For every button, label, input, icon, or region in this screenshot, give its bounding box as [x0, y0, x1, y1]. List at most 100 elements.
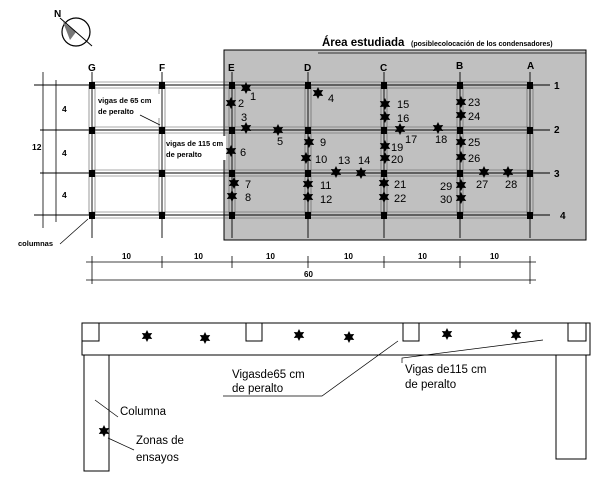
svg-text:10: 10 — [266, 252, 275, 261]
axis-label-4: 4 — [560, 211, 566, 222]
svg-text:10: 10 — [122, 252, 131, 261]
beam65-label: vigas de 65 cm de peralto — [96, 94, 161, 126]
svg-text:9: 9 — [320, 137, 326, 149]
svg-text:8: 8 — [245, 192, 251, 204]
study-area-title: Área estudiada — [322, 36, 405, 49]
test-point-1: 1 — [240, 82, 256, 103]
columns-label: columnas — [18, 218, 89, 248]
svg-text:3: 3 — [241, 112, 247, 124]
svg-text:4: 4 — [328, 93, 334, 105]
svg-text:27: 27 — [476, 179, 488, 191]
svg-text:vigas de 65 cm: vigas de 65 cm — [98, 96, 152, 105]
svg-text:columnas: columnas — [18, 239, 53, 248]
svg-text:20: 20 — [391, 154, 403, 166]
beam115-label: vigas de 115 cm de peralto — [166, 136, 226, 160]
axis-label-1: 1 — [554, 81, 560, 92]
bottom-dimension-labels: 10 10 10 10 10 10 60 — [122, 252, 499, 279]
label-beam65-line1: Vigasde65 cm — [232, 369, 305, 381]
svg-text:12: 12 — [320, 194, 332, 206]
svg-text:23: 23 — [468, 97, 480, 109]
test-point-9: 9 — [303, 136, 326, 149]
elevation-column-left — [83, 354, 110, 472]
test-point-5: 5 — [272, 124, 284, 148]
label-zones-line1: Zonas de — [136, 435, 184, 447]
svg-text:13: 13 — [338, 155, 350, 167]
test-point-12: 12 — [302, 191, 332, 206]
test-point-29: 29 — [440, 179, 467, 193]
svg-text:16: 16 — [397, 113, 409, 125]
test-point-20: 20 — [379, 152, 403, 166]
study-area-box — [223, 49, 587, 241]
svg-text:10: 10 — [315, 154, 327, 166]
axis-label-2: 2 — [554, 125, 560, 136]
svg-text:6: 6 — [240, 147, 246, 159]
elevation-beam — [81, 322, 591, 356]
dim-left-3: 4 — [62, 190, 67, 200]
test-point-23: 23 — [455, 96, 480, 109]
bottom-dimensions — [86, 256, 536, 284]
test-point-24: 24 — [455, 109, 480, 123]
test-point-27: 27 — [476, 166, 490, 191]
label-beam115-line1: Vigas de115 cm — [405, 364, 486, 376]
test-point-10: 10 — [300, 152, 327, 166]
axis-label-3: 3 — [554, 169, 560, 180]
test-point-3: 3 — [240, 112, 252, 134]
axis-label-e: E — [228, 63, 235, 74]
column-letters: G F E D C B A — [88, 61, 534, 74]
svg-text:19: 19 — [391, 142, 403, 154]
compass-icon: N — [54, 9, 93, 47]
test-point-8: 8 — [226, 190, 251, 204]
svg-text:24: 24 — [468, 111, 480, 123]
axis-label-c: C — [380, 63, 387, 74]
test-point-4: 4 — [312, 87, 334, 105]
svg-text:5: 5 — [277, 136, 283, 148]
elevation-leaders — [94, 339, 544, 451]
svg-text:11: 11 — [320, 180, 331, 192]
test-point-22: 22 — [378, 191, 406, 205]
axis-label-b: B — [456, 61, 463, 72]
svg-text:28: 28 — [505, 179, 517, 191]
test-point-11: 11 — [302, 178, 331, 192]
axis-label-a: A — [527, 61, 534, 72]
test-point-16: 16 — [379, 111, 409, 125]
test-point-26: 26 — [455, 151, 480, 165]
north-label: N — [54, 9, 61, 20]
dim-left-1: 4 — [62, 104, 67, 114]
svg-text:7: 7 — [245, 179, 251, 191]
svg-text:25: 25 — [468, 137, 480, 149]
svg-text:10: 10 — [490, 252, 499, 261]
elevation-labels: Vigasde65 cm de peralto Vigas de115 cm d… — [120, 364, 486, 464]
svg-text:17: 17 — [405, 134, 417, 146]
study-area-subtitle: (posiblecolocación de los condensadores) — [411, 41, 553, 48]
dim-bottom-total: 60 — [304, 270, 313, 279]
svg-text:1: 1 — [250, 91, 256, 103]
test-point-15: 15 — [379, 98, 409, 111]
label-beam115-line2: de peralto — [405, 379, 456, 391]
axis-label-d: D — [304, 63, 311, 74]
svg-text:30: 30 — [440, 194, 452, 206]
test-point-14: 14 — [355, 155, 370, 179]
test-point-21: 21 — [378, 177, 406, 191]
label-column: Columna — [120, 406, 167, 418]
test-points: 1 2 3 4 5 6 7 8 9 10 11 12 13 14 15 16 1… — [225, 82, 517, 206]
axis-label-g: G — [88, 63, 96, 74]
svg-text:26: 26 — [468, 153, 480, 165]
test-point-13: 13 — [330, 155, 350, 178]
svg-text:14: 14 — [358, 155, 370, 167]
elevation-view — [81, 322, 591, 472]
test-point-18: 18 — [432, 122, 447, 146]
row-axes — [34, 84, 550, 216]
svg-text:de peralto: de peralto — [166, 150, 202, 159]
svg-text:de peralto: de peralto — [98, 107, 134, 116]
svg-text:15: 15 — [397, 99, 409, 111]
svg-text:18: 18 — [435, 134, 447, 146]
dim-left-total: 12 — [32, 142, 42, 152]
svg-text:2: 2 — [238, 98, 244, 110]
test-point-17: 17 — [394, 123, 417, 146]
test-point-7: 7 — [228, 177, 251, 191]
test-point-19: 19 — [379, 140, 403, 154]
axis-label-f: F — [159, 63, 165, 74]
row-numbers: 1 2 3 4 — [554, 81, 566, 222]
svg-text:10: 10 — [418, 252, 427, 261]
left-dimensions — [40, 72, 60, 228]
